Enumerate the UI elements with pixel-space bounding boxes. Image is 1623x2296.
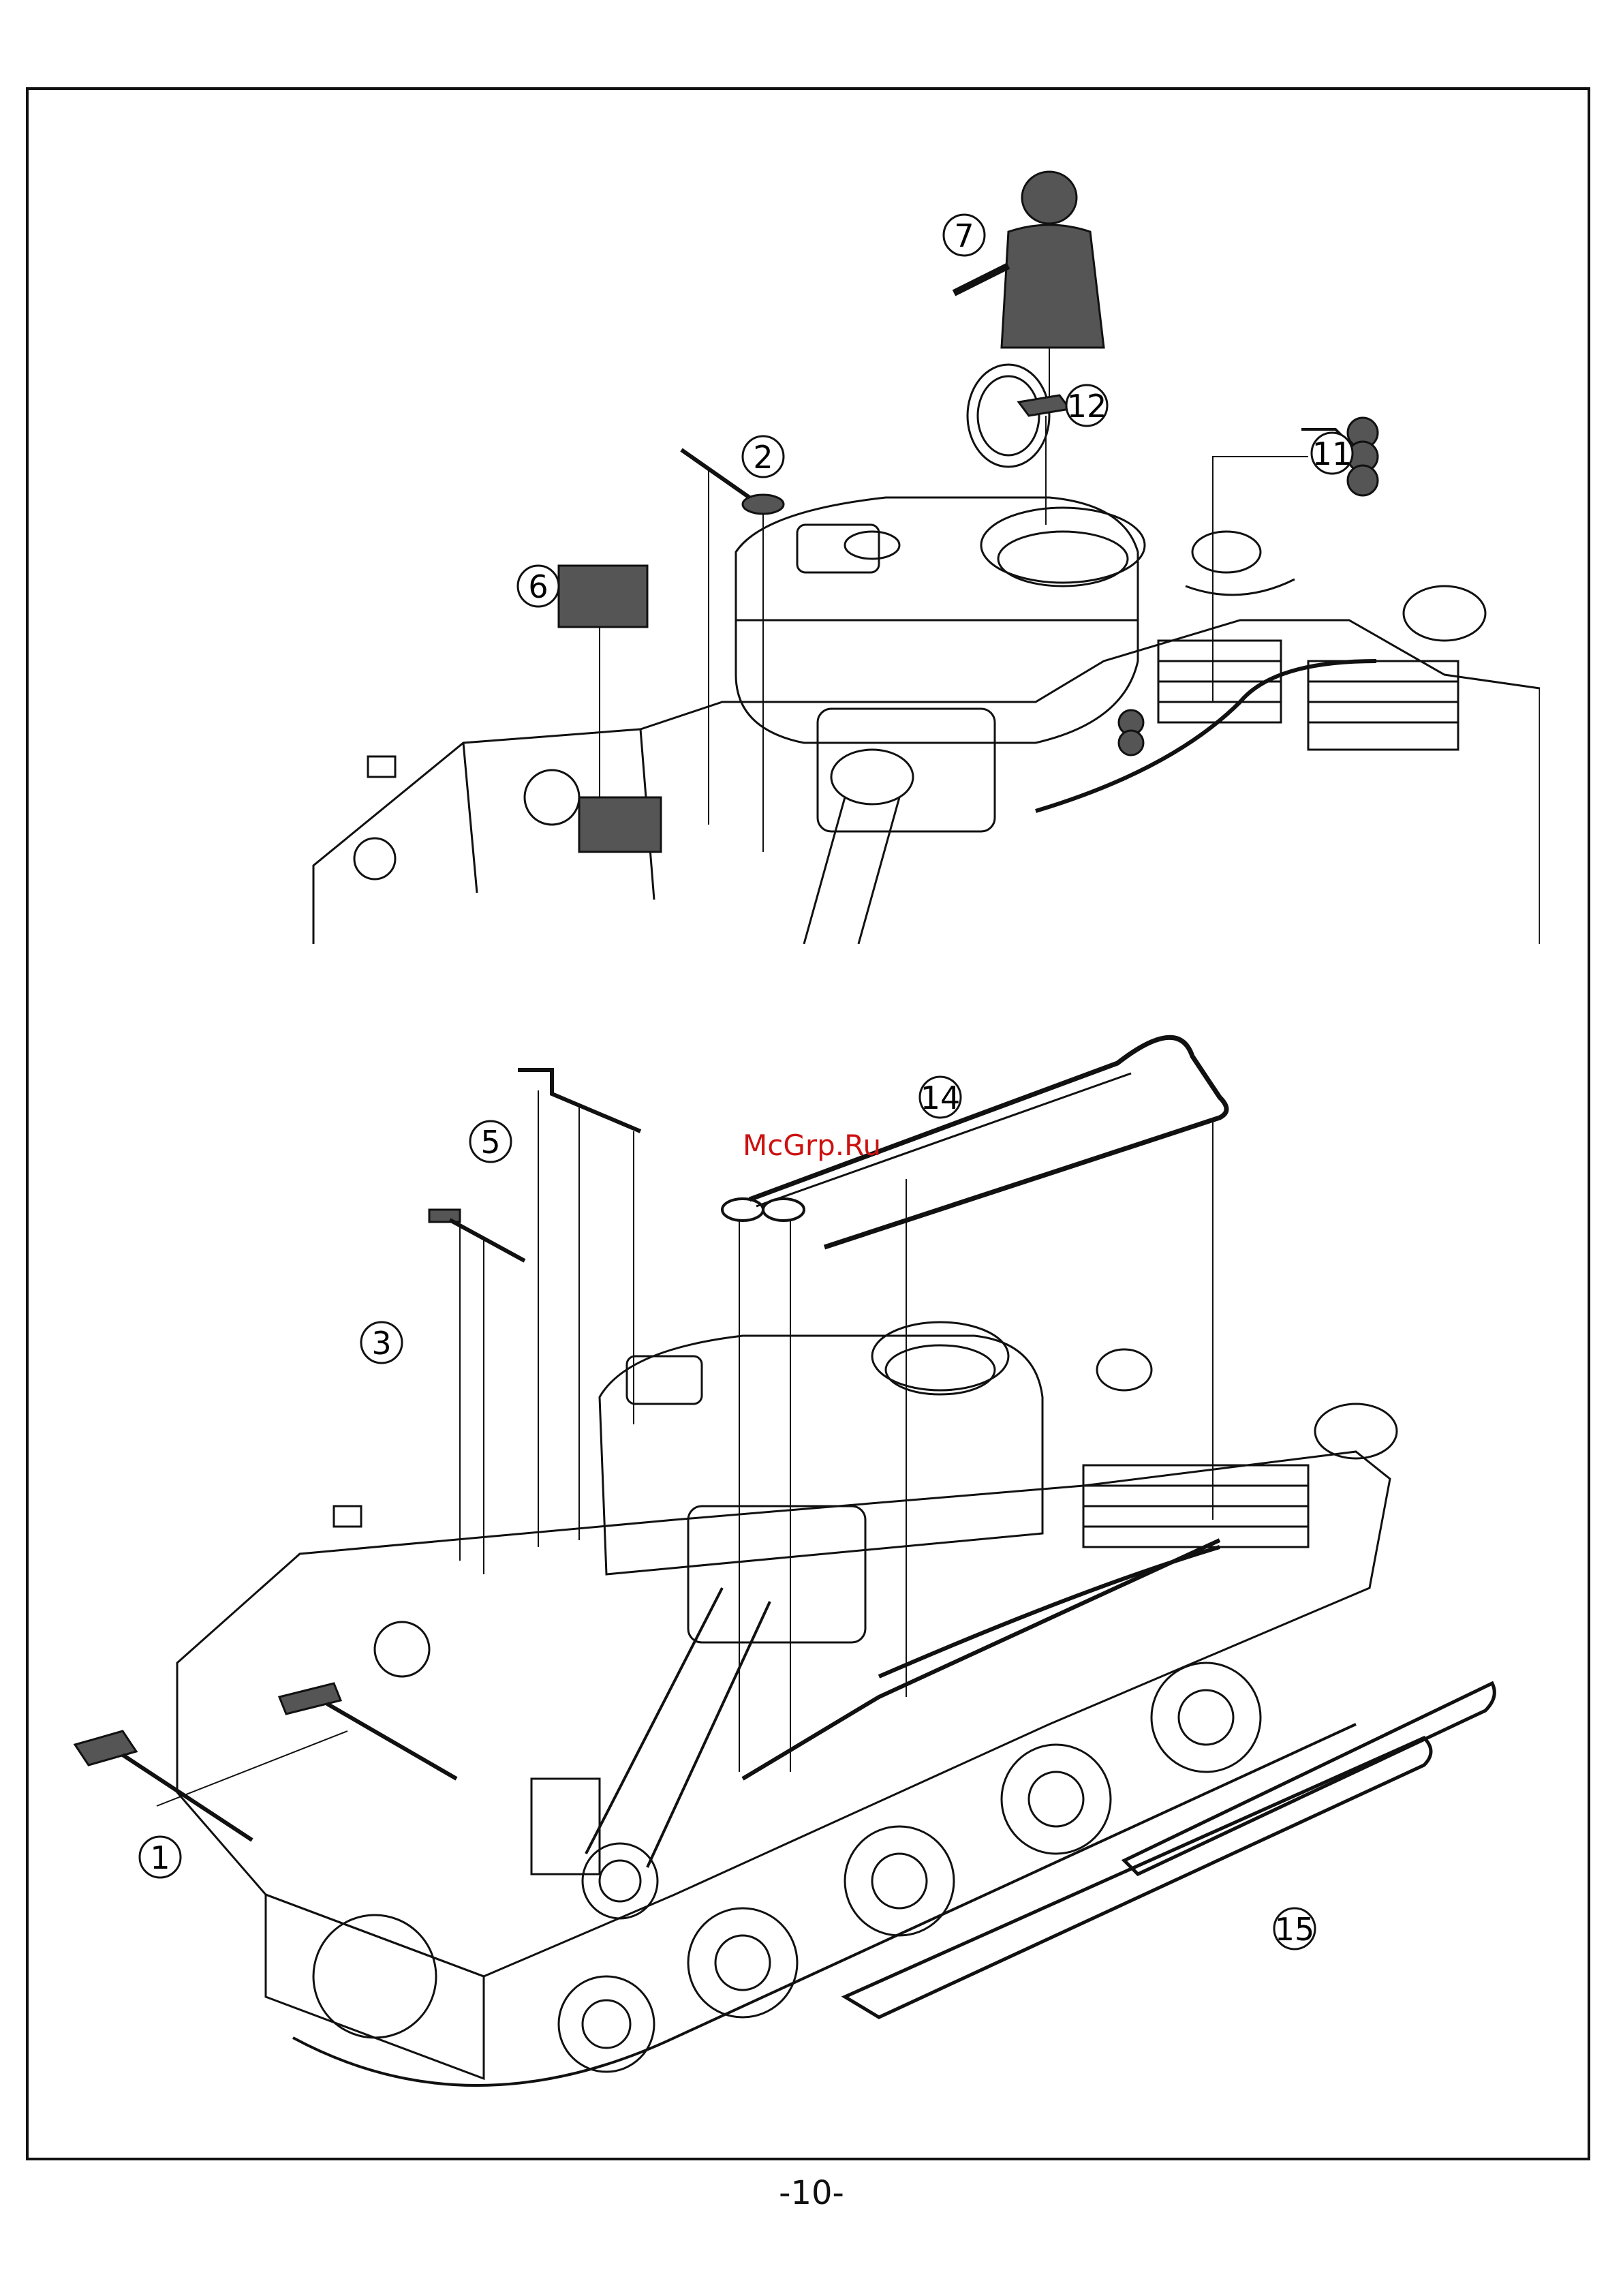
part-1-shovels xyxy=(75,1683,457,1840)
page-number: -10- xyxy=(0,2174,1623,2212)
svg-text:3: 3 xyxy=(371,1325,391,1362)
callout-15: 15 xyxy=(1274,1908,1315,1949)
callout-6: 6 xyxy=(518,566,559,607)
svg-text:5: 5 xyxy=(480,1124,500,1161)
callout-12: 12 xyxy=(1066,385,1107,426)
part-2-shovel xyxy=(681,450,784,852)
svg-text:11: 11 xyxy=(1312,435,1352,472)
callout-3: 3 xyxy=(361,1322,402,1363)
callout-14: 14 xyxy=(920,1077,961,1118)
assembly-step-top: 7 12 2 11 6 xyxy=(286,143,1540,944)
tank-turret-drawing: 7 12 2 11 6 xyxy=(286,143,1540,944)
svg-text:7: 7 xyxy=(954,217,974,254)
callout-5: 5 xyxy=(470,1121,511,1162)
part-15-track-cables xyxy=(845,1683,1494,2017)
svg-text:12: 12 xyxy=(1067,388,1107,425)
part-7-commander-figure xyxy=(954,172,1104,409)
svg-text:14: 14 xyxy=(921,1080,961,1116)
part-6-toolbox xyxy=(559,566,661,852)
part-12-hatch-part xyxy=(1019,395,1070,525)
svg-text:1: 1 xyxy=(150,1839,170,1876)
callout-7: 7 xyxy=(944,215,985,256)
watermark-text: McGrp.Ru xyxy=(743,1129,881,1162)
callout-11: 11 xyxy=(1312,433,1352,474)
part-5-tool xyxy=(518,1070,640,1547)
part-3-tool xyxy=(429,1210,525,1574)
svg-text:6: 6 xyxy=(528,568,548,605)
callout-1: 1 xyxy=(140,1837,181,1878)
svg-text:15: 15 xyxy=(1275,1911,1315,1948)
callout-2: 2 xyxy=(743,436,784,477)
svg-text:2: 2 xyxy=(753,439,773,476)
